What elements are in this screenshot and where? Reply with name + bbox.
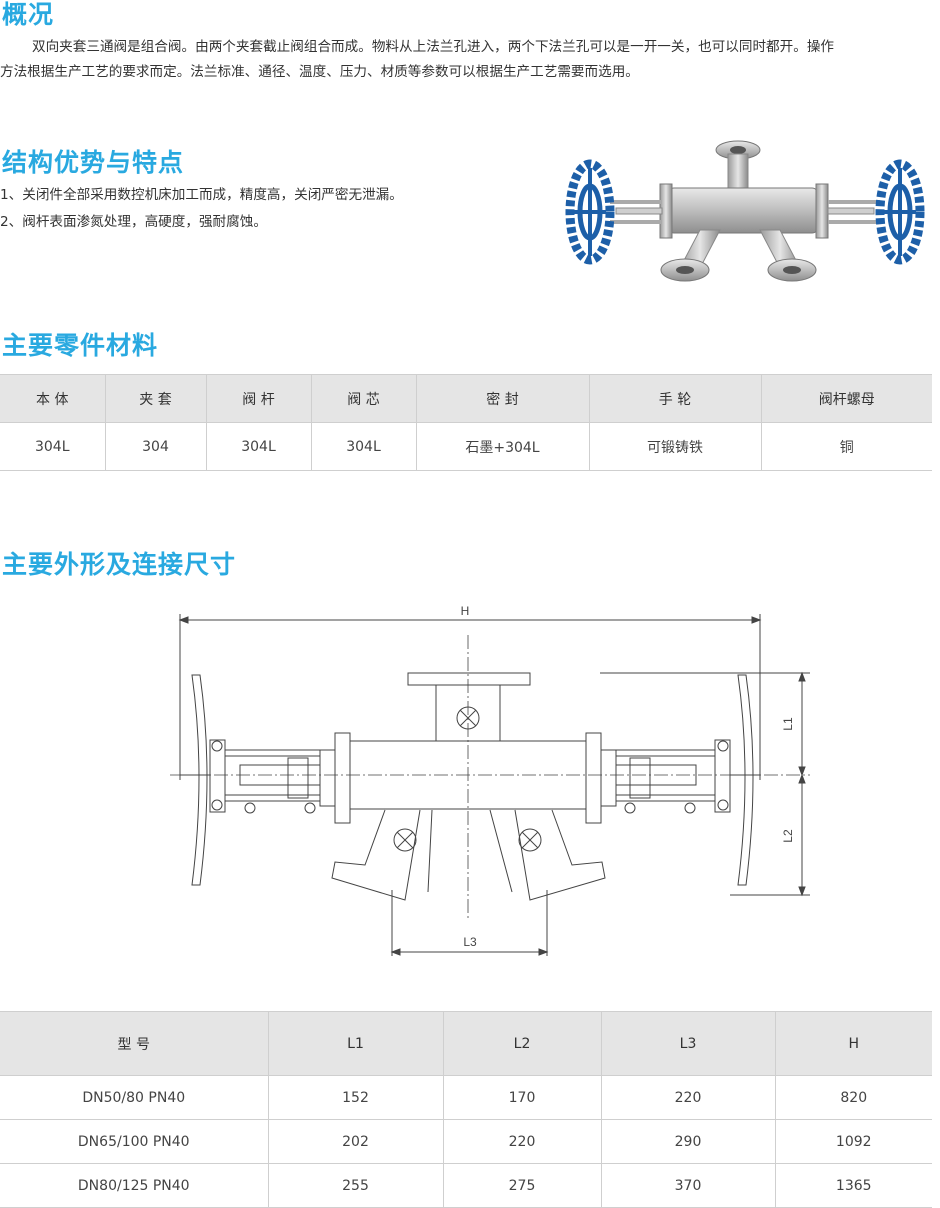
feature-item-2: 2、阀杆表面渗氮处理，高硬度，强耐腐蚀。 bbox=[0, 214, 267, 230]
l1-label: L1 bbox=[781, 717, 795, 731]
dimensions-title: 主要外形及连接尺寸 bbox=[2, 550, 237, 579]
model-cell: DN50/80 PN40 bbox=[0, 1075, 269, 1120]
materials-value-cell: 石墨+304L bbox=[415, 422, 590, 471]
h-cell: 820 bbox=[774, 1075, 932, 1120]
materials-header-cell: 阀杆螺母 bbox=[760, 374, 932, 423]
valve-photo bbox=[565, 140, 925, 282]
dimensions-header-cell: L2 bbox=[442, 1011, 602, 1076]
materials-value-cell: 304L bbox=[205, 422, 312, 471]
l1-cell: 255 bbox=[267, 1163, 444, 1208]
overview-title: 概况 bbox=[2, 0, 55, 29]
overview-line-1: 双向夹套三通阀是组合阀。由两个夹套截止阀组合而成。物料从上法兰孔进入，两个下法兰… bbox=[32, 39, 835, 55]
l2-cell: 170 bbox=[442, 1075, 602, 1120]
materials-title: 主要零件材料 bbox=[2, 331, 159, 360]
table-row: DN80/125 PN40 255 275 370 1365 bbox=[0, 1163, 932, 1208]
model-cell: DN80/125 PN40 bbox=[0, 1163, 269, 1208]
l1-cell: 152 bbox=[267, 1075, 444, 1120]
materials-header-cell: 本 体 bbox=[0, 374, 106, 423]
materials-value-cell: 304L bbox=[0, 422, 106, 471]
table-row: DN50/80 PN40 152 170 220 820 bbox=[0, 1075, 932, 1120]
h-cell: 1365 bbox=[774, 1163, 932, 1208]
dimensions-header-cell: H bbox=[774, 1011, 932, 1076]
materials-header-row: 本 体 夹 套 阀 杆 阀 芯 密 封 手 轮 阀杆螺母 bbox=[0, 374, 932, 423]
l3-cell: 290 bbox=[600, 1119, 776, 1164]
h-label: H bbox=[461, 604, 470, 618]
materials-value-cell: 304L bbox=[310, 422, 417, 471]
table-row: DN65/100 PN40 202 220 290 1092 bbox=[0, 1119, 932, 1164]
l2-cell: 275 bbox=[442, 1163, 602, 1208]
dimensions-header-cell: L3 bbox=[600, 1011, 776, 1076]
materials-value-cell: 铜 bbox=[760, 422, 932, 471]
l1-cell: 202 bbox=[267, 1119, 444, 1164]
l3-cell: 220 bbox=[600, 1075, 776, 1120]
features-title: 结构优势与特点 bbox=[2, 148, 185, 177]
dimensions-header-row: 型 号 L1 L2 L3 H bbox=[0, 1011, 932, 1076]
model-cell: DN65/100 PN40 bbox=[0, 1119, 269, 1164]
materials-header-cell: 夹 套 bbox=[104, 374, 207, 423]
materials-header-cell: 手 轮 bbox=[588, 374, 762, 423]
materials-value-row: 304L 304 304L 304L 石墨+304L 可锻铸铁 铜 bbox=[0, 422, 932, 471]
l3-label: L3 bbox=[463, 935, 477, 949]
l2-label: L2 bbox=[781, 829, 795, 843]
dimensions-table: 型 号 L1 L2 L3 H DN50/80 PN40 152 170 220 … bbox=[0, 1011, 932, 1208]
h-cell: 1092 bbox=[774, 1119, 932, 1164]
materials-header-cell: 阀 杆 bbox=[205, 374, 312, 423]
materials-header-cell: 阀 芯 bbox=[310, 374, 417, 423]
l3-cell: 370 bbox=[600, 1163, 776, 1208]
materials-table: 本 体 夹 套 阀 杆 阀 芯 密 封 手 轮 阀杆螺母 304L 304 30… bbox=[0, 374, 932, 471]
feature-item-1: 1、关闭件全部采用数控机床加工而成，精度高，关闭严密无泄漏。 bbox=[0, 187, 403, 203]
l2-cell: 220 bbox=[442, 1119, 602, 1164]
dimension-drawing: H L1 L2 L3 bbox=[170, 604, 810, 956]
dimensions-header-cell: 型 号 bbox=[0, 1011, 269, 1076]
materials-header-cell: 密 封 bbox=[415, 374, 590, 423]
materials-value-cell: 304 bbox=[104, 422, 207, 471]
materials-value-cell: 可锻铸铁 bbox=[588, 422, 762, 471]
dimensions-header-cell: L1 bbox=[267, 1011, 444, 1076]
overview-line-2: 方法根据生产工艺的要求而定。法兰标准、通径、温度、压力、材质等参数可以根据生产工… bbox=[0, 64, 639, 80]
